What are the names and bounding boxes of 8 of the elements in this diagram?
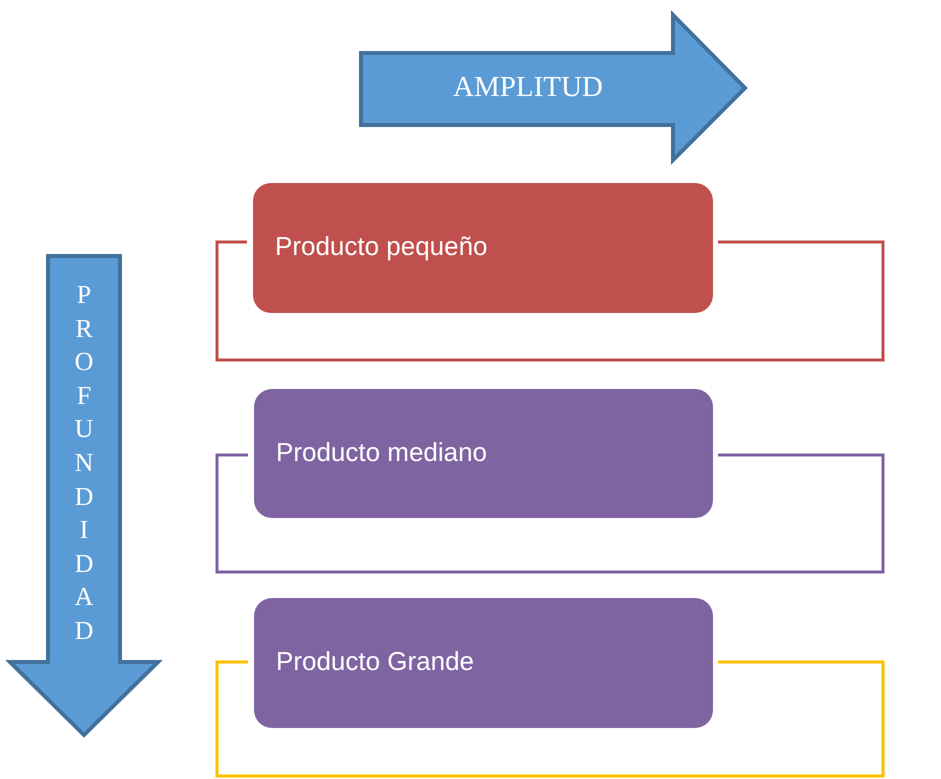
card-label: Producto pequeño [275, 231, 488, 262]
product-card [254, 598, 713, 728]
arrow-label: AMPLITUD [453, 71, 603, 104]
card-label: Producto mediano [276, 437, 488, 468]
product-card [254, 389, 713, 518]
product-card [253, 183, 713, 313]
card-label: Producto Grande [276, 646, 474, 677]
arrow-label: PROFUNDIDAD [74, 279, 94, 647]
